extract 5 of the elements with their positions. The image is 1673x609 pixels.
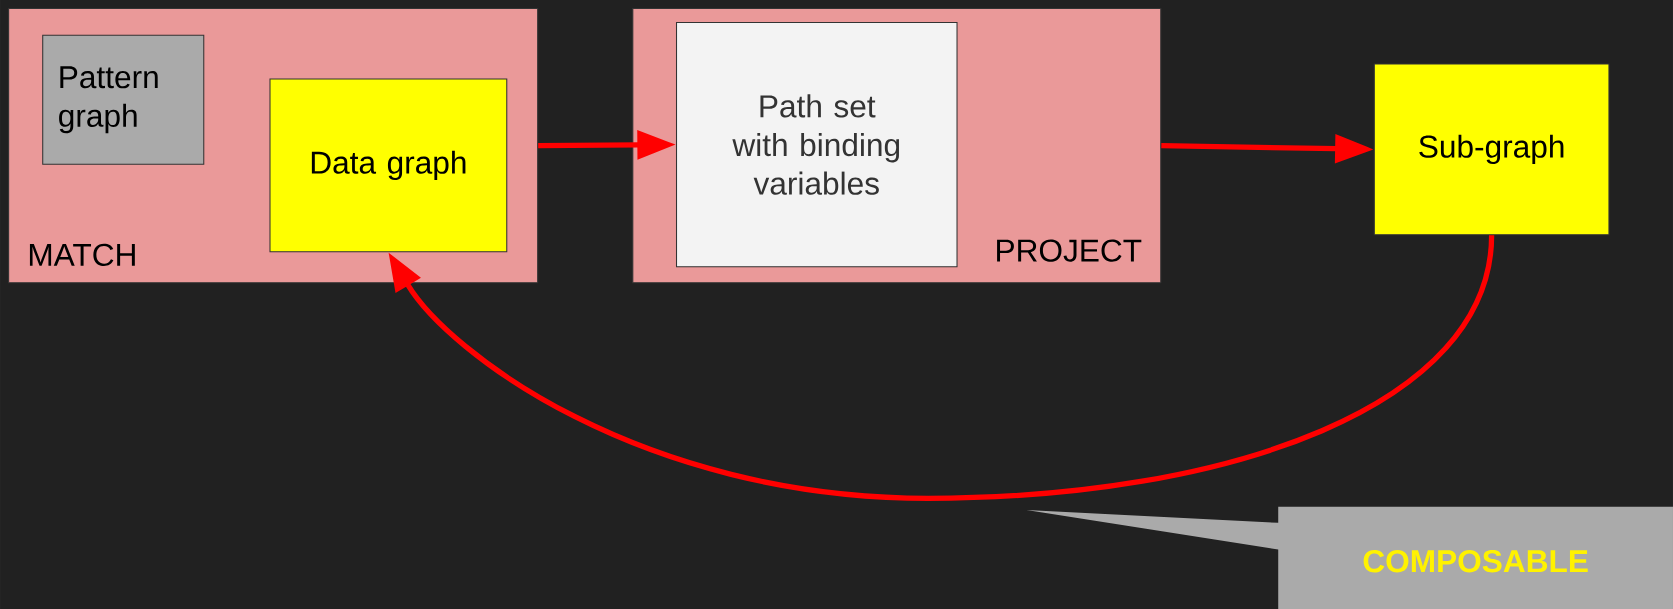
data-graph-box: Data graph: [269, 78, 508, 253]
callout-box: COMPOSABLE: [1026, 506, 1673, 609]
pattern-graph-box: Pattern graph: [42, 34, 205, 165]
path-set-box: Path set with binding variables: [676, 21, 958, 268]
sub-graph-box: Sub-graph: [1373, 63, 1610, 236]
